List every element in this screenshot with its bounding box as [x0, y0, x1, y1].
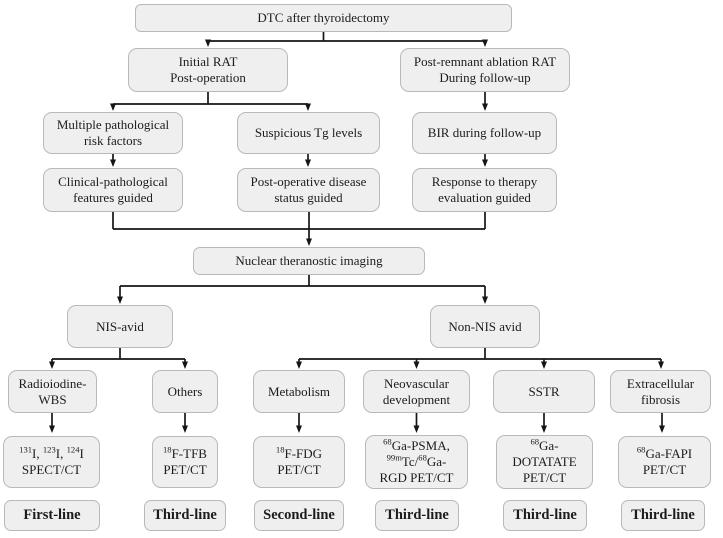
label-third-line-fibrosis: Third-line: [621, 500, 705, 531]
label-third-line-neovascular: Third-line: [375, 500, 459, 531]
node-suspicious-tg-levels: Suspicious Tg levels: [237, 112, 380, 154]
connector-nis-split: [52, 348, 185, 360]
connector-non-nis-split: [299, 348, 661, 360]
node-non-nis-avid: Non-NIS avid: [430, 305, 540, 348]
connector-initial-rat-split: [113, 92, 308, 105]
node-others: Others: [152, 370, 218, 413]
node-sstr: SSTR: [493, 370, 595, 413]
node-nis-avid: NIS-avid: [67, 305, 173, 348]
node-metabolism: Metabolism: [253, 370, 345, 413]
connector-nuclear-split: [120, 275, 485, 287]
node-bir-during-follow-up: BIR during follow-up: [412, 112, 557, 154]
label-second-line: Second-line: [254, 500, 344, 531]
node-dtc-after-thyroidectomy: DTC after thyroidectomy: [135, 4, 512, 32]
node-nuclear-theranostic-imaging: Nuclear theranostic imaging: [193, 247, 425, 275]
connector-guided-merge: [112, 212, 486, 230]
node-tracer-68ga-psma-99mtc-68ga-rgd-pet-ct: 68Ga-PSMA,99mTc/68Ga-RGD PET/CT: [365, 435, 468, 489]
label-third-line-sstr: Third-line: [503, 500, 587, 531]
label-first-line: First-line: [4, 500, 100, 531]
node-radioiodine-wbs: Radioiodine-WBS: [8, 370, 97, 413]
connector-dtc-split: [208, 32, 485, 42]
label-third-line-others: Third-line: [144, 500, 226, 531]
